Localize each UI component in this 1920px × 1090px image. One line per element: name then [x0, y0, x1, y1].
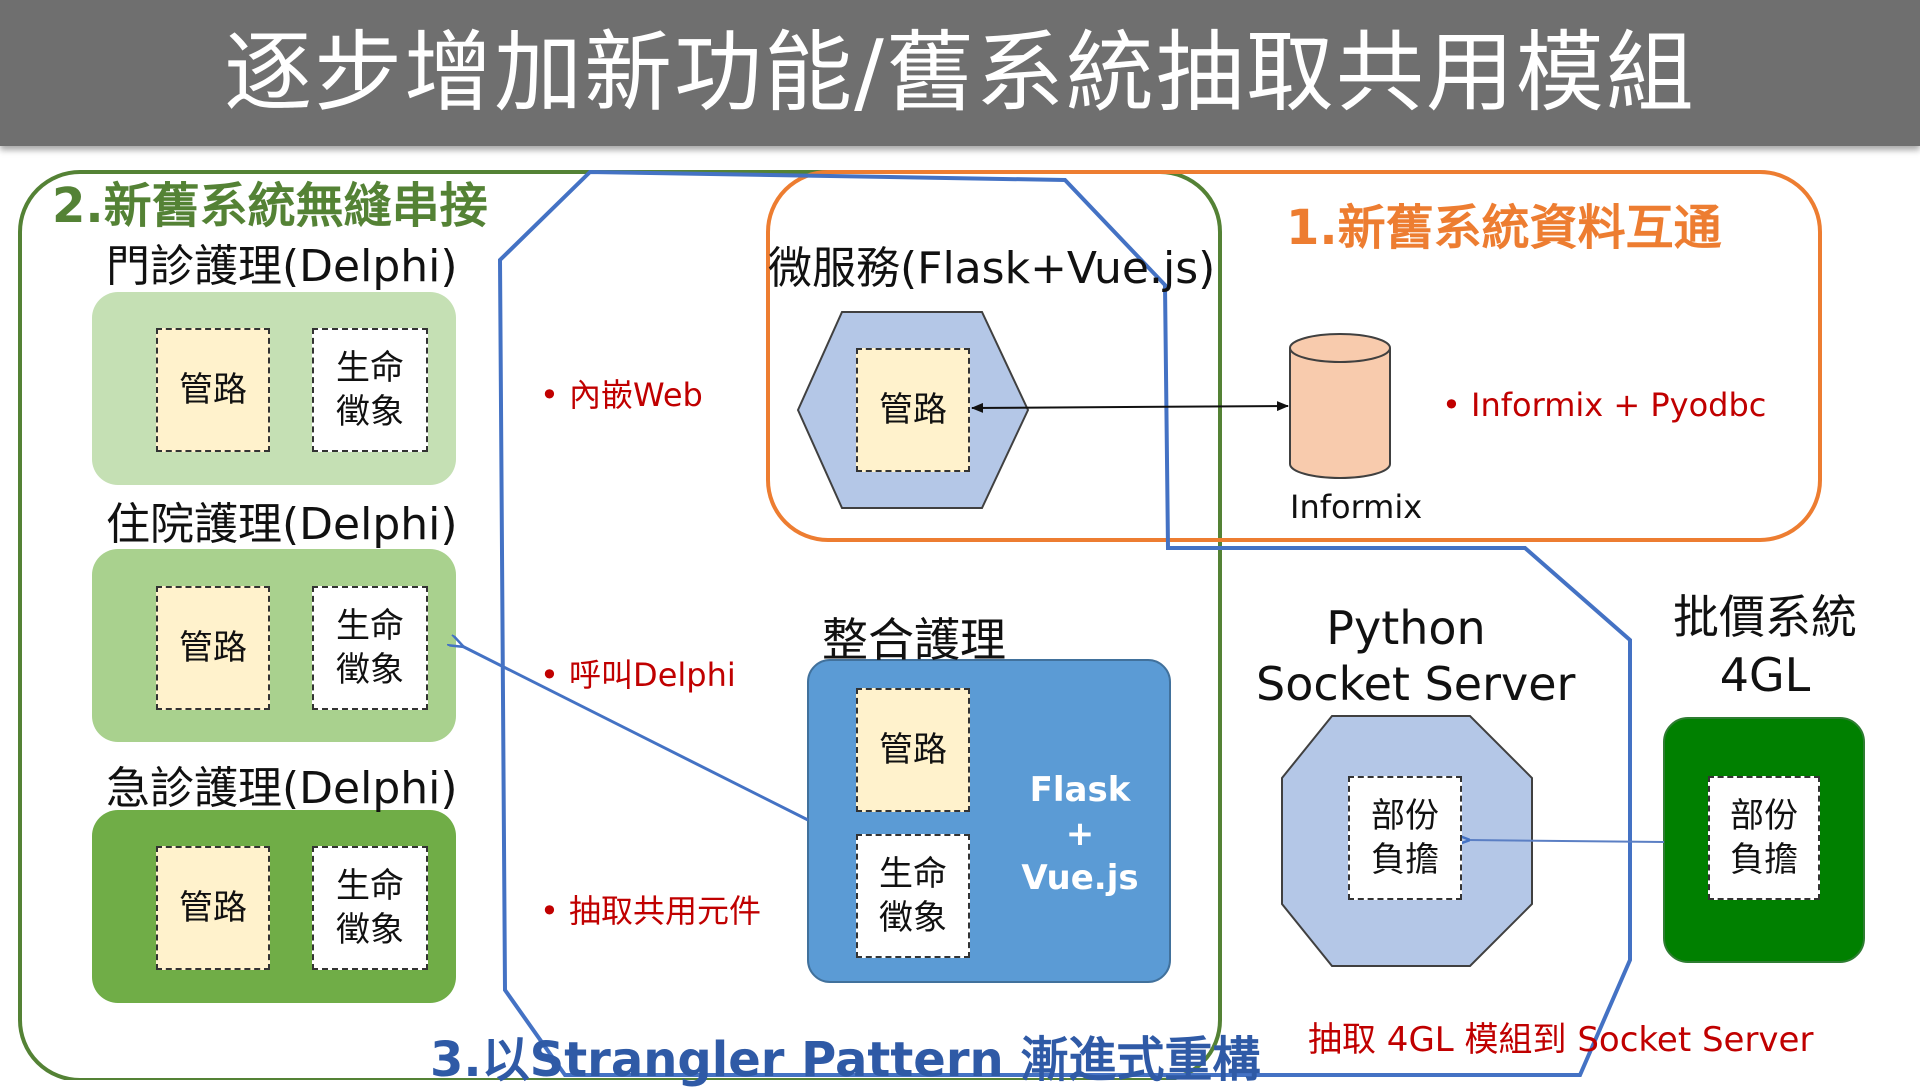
- tech-line-plus: +: [1065, 814, 1095, 854]
- module-label-line1: 生命: [336, 348, 404, 388]
- inpatient-title: 住院護理(Delphi): [106, 499, 458, 550]
- emergency-catheter-module: 管路: [156, 846, 270, 970]
- socket-server-title: Python Socket Server: [1256, 600, 1576, 712]
- emergency-title: 急診護理(Delphi): [106, 763, 458, 814]
- informix-database-icon: [1289, 333, 1391, 479]
- data-sync-section-title: 1.新舊系統資料互通: [1286, 200, 1722, 256]
- tech-line-flask: Flask: [1029, 770, 1131, 810]
- integrated-tech-stack: Flask + Vue.js: [1010, 768, 1150, 900]
- module-label-line1: 部份: [1730, 796, 1798, 836]
- informix-label: Informix: [1290, 488, 1423, 526]
- bullet-dot: •: [540, 656, 570, 694]
- bullet-informix-pyodbc: • Informix + Pyodbc: [1442, 386, 1766, 424]
- bullet-dot: •: [1442, 386, 1472, 424]
- module-label-line1: 生命: [879, 854, 947, 894]
- bullet-extract-components: • 抽取共用元件: [540, 886, 761, 932]
- data-sync-region-border: [766, 170, 1822, 542]
- microservice-catheter-module: 管路: [856, 348, 970, 472]
- module-label: 管路: [179, 888, 247, 928]
- emergency-vitals-module: 生命 徵象: [312, 846, 428, 970]
- socket-server-title-line2: Socket Server: [1256, 657, 1576, 711]
- strangler-section-title: 3.以Strangler Pattern 漸進式重構: [430, 1032, 1261, 1088]
- module-label-line2: 負擔: [1730, 840, 1798, 880]
- module-label-line1: 生命: [336, 606, 404, 646]
- outpatient-catheter-module: 管路: [156, 328, 270, 452]
- bullet-text: 抽取共用元件: [569, 892, 762, 930]
- module-label-line1: 部份: [1371, 796, 1439, 836]
- bullet-text: 呼叫Delphi: [569, 656, 736, 694]
- module-label: 管路: [879, 730, 947, 770]
- module-label-line2: 負擔: [1371, 840, 1439, 880]
- integrated-vitals-module: 生命 徵象: [856, 834, 970, 958]
- module-label-line2: 徵象: [879, 898, 947, 938]
- bullet-dot: •: [540, 892, 570, 930]
- inpatient-catheter-module: 管路: [156, 586, 270, 710]
- seamless-section-title: 2.新舊系統無縫串接: [52, 178, 488, 234]
- microservice-informix-arrow: [971, 401, 1289, 413]
- module-label: 管路: [179, 370, 247, 410]
- billing-title: 批價系統 4GL: [1640, 588, 1890, 704]
- integrated-catheter-module: 管路: [856, 688, 970, 812]
- billing-title-line2: 4GL: [1719, 648, 1811, 702]
- extract-module-arrow: [1468, 840, 1665, 842]
- module-label: 管路: [179, 628, 247, 668]
- strangler-region-border: [497, 169, 1632, 1077]
- bullet-embed-web: • 內嵌Web: [540, 370, 703, 416]
- slide-title: 逐步增加新功能/舊系統抽取共用模組: [224, 21, 1696, 124]
- module-label-line2: 徵象: [336, 910, 404, 950]
- bullet-text: 內嵌Web: [569, 376, 703, 414]
- socket-server-copay-module: 部份 負擔: [1348, 776, 1462, 900]
- billing-copay-module: 部份 負擔: [1708, 776, 1820, 900]
- outpatient-vitals-module: 生命 徵象: [312, 328, 428, 452]
- socket-server-title-line1: Python: [1326, 601, 1486, 655]
- title-bar: [0, 0, 1920, 146]
- module-label-line1: 生命: [336, 866, 404, 906]
- call-delphi-arrow: [462, 646, 809, 822]
- module-label-line2: 徵象: [336, 392, 404, 432]
- module-label-line2: 徵象: [336, 650, 404, 690]
- bullet-text: Informix + Pyodbc: [1471, 386, 1767, 424]
- module-label: 管路: [879, 390, 947, 430]
- bullet-call-delphi: • 呼叫Delphi: [540, 650, 736, 696]
- inpatient-vitals-module: 生命 徵象: [312, 586, 428, 710]
- billing-title-line1: 批價系統: [1673, 590, 1857, 644]
- outpatient-title: 門診護理(Delphi): [106, 241, 458, 292]
- tech-line-vue: Vue.js: [1021, 858, 1139, 898]
- integrated-nursing-title: 整合護理: [822, 613, 1006, 667]
- bullet-dot: •: [540, 376, 570, 414]
- extract-4gl-footnote: 抽取 4GL 模組到 Socket Server: [1308, 1020, 1814, 1060]
- microservice-title: 微服務(Flask+Vue.js): [768, 243, 1216, 294]
